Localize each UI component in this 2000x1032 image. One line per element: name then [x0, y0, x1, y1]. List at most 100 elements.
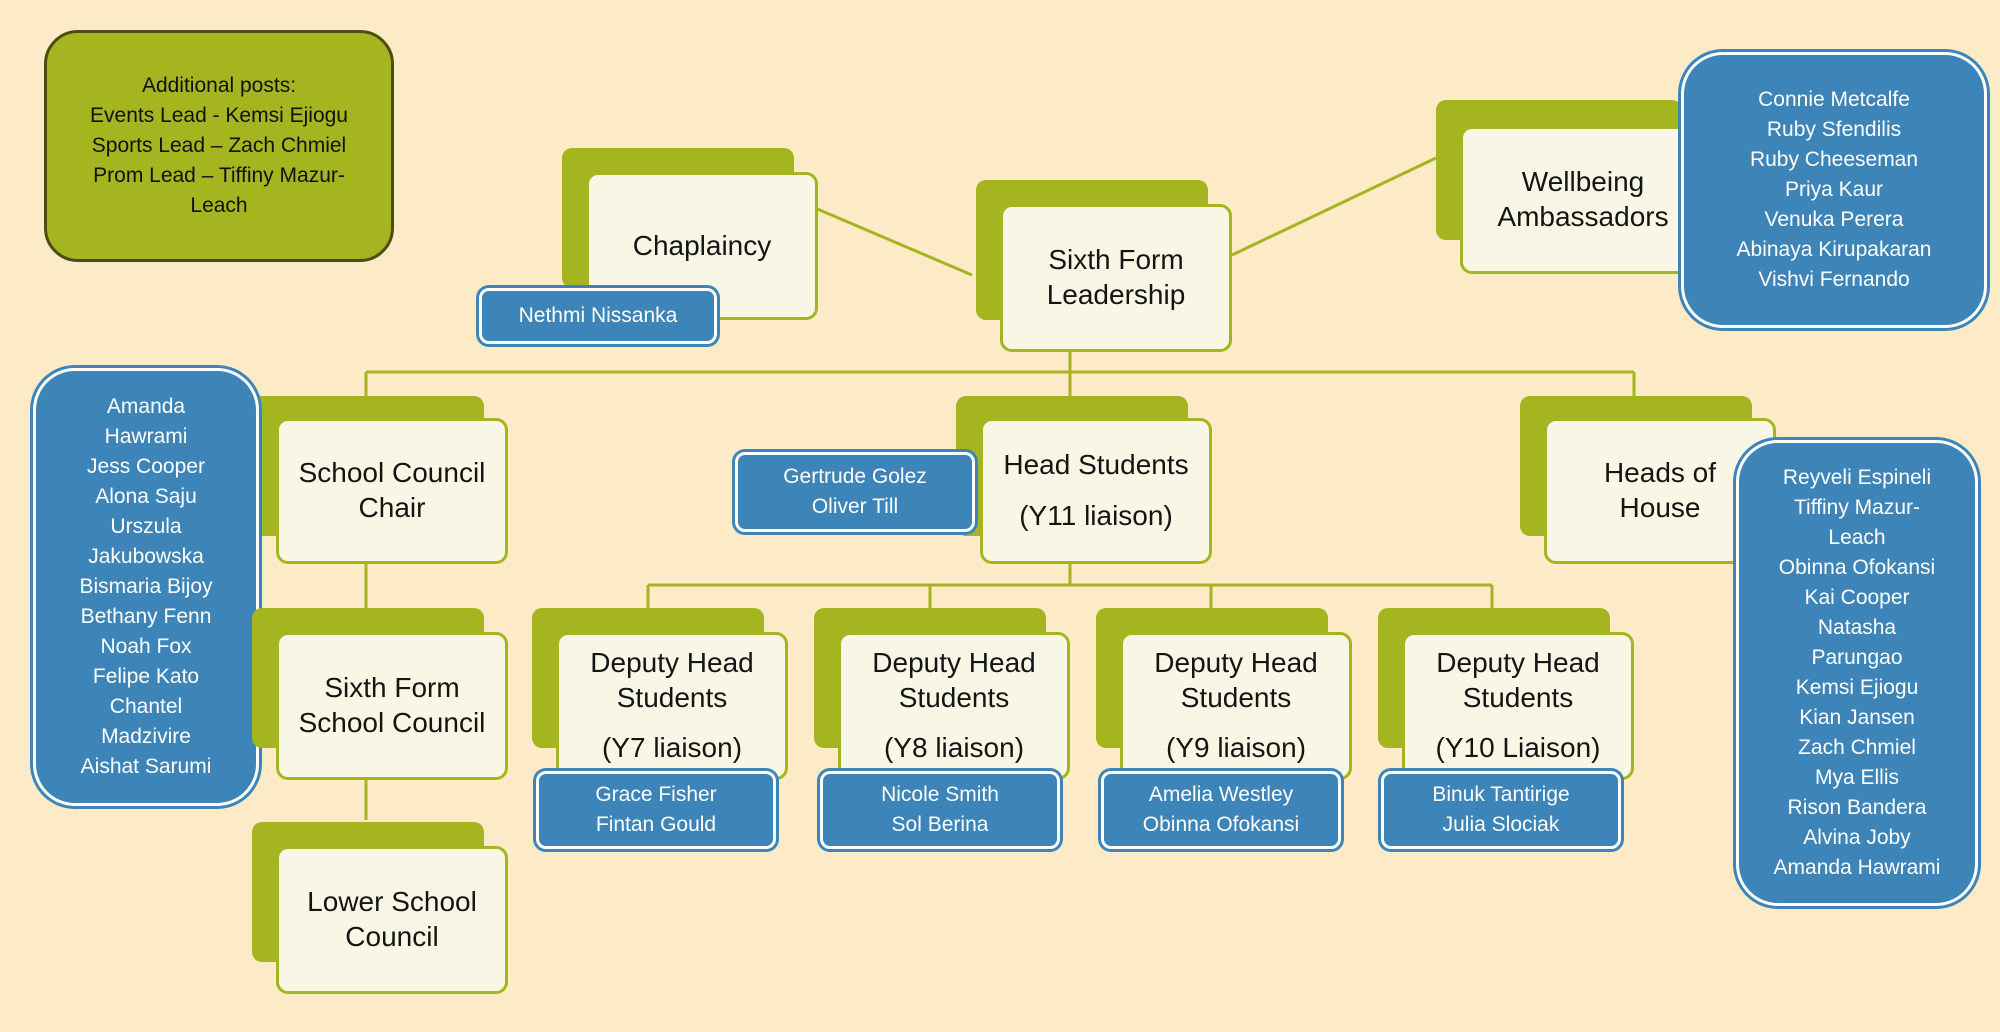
member-name: Sol Berina — [891, 813, 989, 836]
member-name: Alona Saju — [95, 485, 197, 508]
posts-line: Events Lead - Kemsi Ejiogu — [90, 104, 348, 127]
member-name: Binuk Tantirige — [1432, 783, 1570, 806]
node-label: Chaplaincy — [632, 229, 772, 261]
node-label: Sixth Form — [324, 672, 460, 704]
heads-of-house-members: Reyveli Espineli Tiffiny Mazur- Leach Ob… — [1736, 440, 1978, 906]
node-deputy-y7: Deputy Head Students (Y7 liaison) — [532, 608, 788, 780]
member-name: Kai Cooper — [1804, 586, 1910, 609]
school-council-members: Amanda Hawrami Jess Cooper Alona Saju Ur… — [33, 368, 259, 806]
member-name: Rison Bandera — [1787, 796, 1927, 819]
member-name: Felipe Kato — [92, 665, 200, 688]
node-deputy-y8: Deputy Head Students (Y8 liaison) — [814, 608, 1070, 780]
member-name: Zach Chmiel — [1798, 736, 1916, 759]
posts-line: Sports Lead – Zach Chmiel — [91, 134, 347, 157]
node-label: Ambassadors — [1497, 201, 1669, 232]
deputy-y7-members: Grace Fisher Fintan Gould — [536, 771, 776, 849]
node-label: Wellbeing — [1521, 166, 1645, 198]
member-name: Parungao — [1811, 646, 1903, 669]
additional-posts-panel: Additional posts: Events Lead - Kemsi Ej… — [44, 30, 394, 262]
node-label: Deputy Head — [872, 646, 1036, 678]
member-name: Reyveli Espineli — [1782, 466, 1932, 489]
deputy-y8-members: Nicole Smith Sol Berina — [820, 771, 1060, 849]
member-name: Noah Fox — [100, 635, 192, 658]
member-name: Amanda Hawrami — [1773, 856, 1941, 879]
deputy-y9-members: Amelia Westley Obinna Ofokansi — [1101, 771, 1341, 849]
node-label: Lower School — [307, 886, 477, 918]
node-label: Students — [1180, 681, 1292, 713]
node-label: Deputy Head — [1436, 646, 1600, 678]
node-wellbeing-ambassadors: Wellbeing Ambassadors — [1436, 100, 1706, 274]
posts-line: Leach — [190, 194, 248, 217]
node-label: Students — [898, 681, 1010, 713]
node-label: Students — [616, 681, 728, 713]
node-label: School Council — [298, 457, 486, 489]
node-label: Deputy Head — [590, 646, 754, 678]
member-name: Amelia Westley — [1148, 783, 1294, 806]
member-name: Abinaya Kirupakaran — [1736, 238, 1932, 261]
node-lower-school-council: Lower School Council — [252, 822, 508, 994]
node-label: Sixth Form — [1048, 244, 1184, 276]
member-name: Grace Fisher — [595, 783, 717, 806]
member-name: Julia Slociak — [1442, 813, 1560, 836]
member-name: Obinna Ofokansi — [1778, 556, 1936, 579]
member-name: Obinna Ofokansi — [1142, 813, 1300, 836]
member-name: Bismaria Bijoy — [79, 575, 213, 598]
member-name: Aishat Sarumi — [80, 755, 212, 778]
node-heads-of-house: Heads of House — [1520, 396, 1776, 564]
posts-line: Prom Lead – Tiffiny Mazur- — [93, 164, 345, 187]
connector-wellbeing — [1231, 156, 1437, 257]
node-sixth-form-leadership: Sixth Form Leadership — [976, 180, 1232, 352]
member-name: Nethmi Nissanka — [518, 304, 678, 327]
node-deputy-y10: Deputy Head Students (Y10 Liaison) — [1378, 608, 1634, 780]
member-name: Oliver Till — [811, 495, 899, 518]
member-name: Tiffiny Mazur- — [1793, 496, 1921, 519]
node-label: Heads of — [1603, 457, 1717, 489]
member-name: Ruby Sfendilis — [1766, 118, 1902, 141]
member-name: Connie Metcalfe — [1758, 88, 1910, 111]
node-sublabel: (Y11 liaison) — [1019, 500, 1173, 531]
member-name: Venuka Perera — [1764, 208, 1904, 231]
chaplaincy-members: Nethmi Nissanka — [479, 288, 717, 344]
node-label: Deputy Head — [1154, 646, 1318, 678]
node-label: Students — [1462, 681, 1574, 713]
member-name: Bethany Fenn — [80, 605, 212, 628]
member-name: Chantel — [109, 695, 183, 718]
member-name: Ruby Cheeseman — [1749, 148, 1919, 171]
posts-line: Additional posts: — [141, 74, 297, 97]
node-deputy-y9: Deputy Head Students (Y9 liaison) — [1096, 608, 1352, 780]
node-label: Council — [345, 921, 439, 952]
member-name: Jakubowska — [88, 545, 204, 568]
node-head-students: Head Students (Y11 liaison) — [956, 396, 1212, 564]
member-name: Urszula — [110, 515, 182, 538]
deputy-y10-members: Binuk Tantirige Julia Slociak — [1381, 771, 1621, 849]
member-name: Priya Kaur — [1784, 178, 1884, 201]
node-label: School Council — [298, 707, 486, 738]
node-label: Head Students — [1003, 449, 1189, 481]
node-sublabel: (Y7 liaison) — [601, 732, 743, 764]
member-name: Jess Cooper — [87, 455, 205, 478]
member-name: Gertrude Golez — [783, 465, 927, 488]
member-name: Fintan Gould — [595, 813, 717, 836]
member-name: Amanda — [106, 395, 186, 418]
wellbeing-members: Connie Metcalfe Ruby Sfendilis Ruby Chee… — [1681, 52, 1987, 328]
member-name: Hawrami — [104, 425, 188, 448]
member-name: Vishvi Fernando — [1758, 268, 1910, 291]
member-name: Kian Jansen — [1799, 706, 1915, 729]
member-name: Madzivire — [101, 725, 191, 748]
node-school-council-chair: School Council Chair — [252, 396, 508, 564]
member-name: Alvina Joby — [1803, 826, 1911, 849]
connector-chaplaincy — [814, 206, 973, 277]
node-sublabel: (Y10 Liaison) — [1435, 732, 1601, 764]
member-name: Kemsi Ejiogu — [1795, 676, 1919, 699]
node-label: Chair — [358, 492, 426, 523]
member-name: Mya Ellis — [1814, 766, 1899, 789]
head-students-members: Gertrude Golez Oliver Till — [735, 452, 975, 532]
member-name: Natasha — [1817, 616, 1897, 639]
node-sublabel: (Y9 liaison) — [1165, 732, 1307, 764]
member-name: Leach — [1828, 526, 1886, 549]
node-label: Leadership — [1046, 279, 1186, 310]
node-sixth-form-school-council: Sixth Form School Council — [252, 608, 508, 780]
node-label: House — [1619, 492, 1701, 523]
node-sublabel: (Y8 liaison) — [883, 732, 1025, 764]
